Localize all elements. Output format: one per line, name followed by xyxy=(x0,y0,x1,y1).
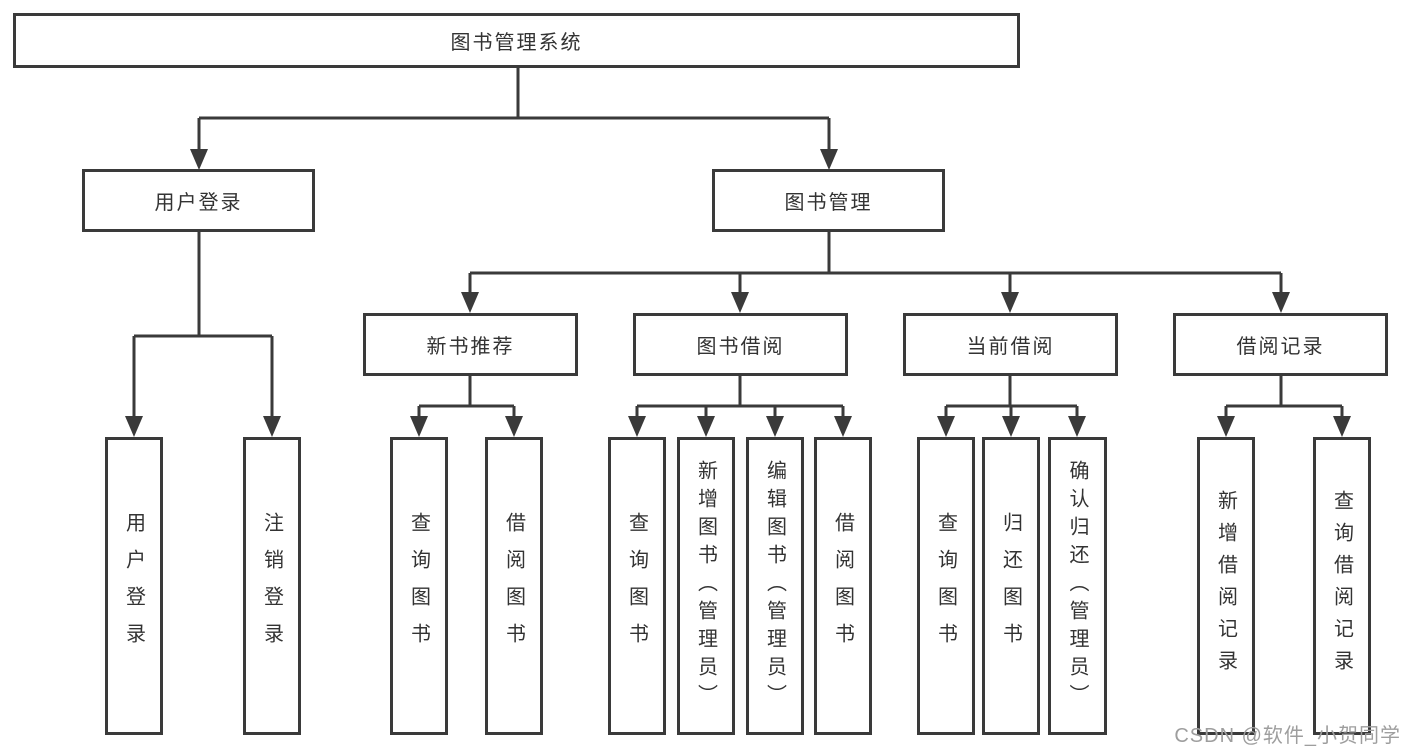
arrow-to-new-book xyxy=(461,292,479,313)
leaf-current-return: 归还图书 xyxy=(982,437,1040,735)
leaf-current-query: 查询图书 xyxy=(917,437,975,735)
node-new-book-rec-label: 新书推荐 xyxy=(426,336,515,358)
arrow-to-leaf-g2-borrow xyxy=(834,416,852,437)
arrow-to-book-mgmt xyxy=(820,149,838,170)
node-book-mgmt: 图书管理 xyxy=(712,169,945,232)
arrow-to-leaf-user-login xyxy=(125,416,143,437)
leaf-borrow-borrow-book: 借阅图书 xyxy=(814,437,872,735)
arrow-to-book-borrow xyxy=(731,292,749,313)
arrow-to-current-borrow xyxy=(1001,292,1019,313)
leaf-borrow-edit-book-label: 编辑图书（管理员） xyxy=(763,460,786,712)
node-user-login-label: 用户登录 xyxy=(154,192,243,214)
leaf-newbook-query-label: 查询图书 xyxy=(407,512,430,660)
connector-borrowbook-tee xyxy=(635,376,845,422)
leaf-records-query: 查询借阅记录 xyxy=(1313,437,1371,735)
leaf-logout: 注销登录 xyxy=(243,437,301,735)
node-root-label: 图书管理系统 xyxy=(450,32,583,54)
arrow-to-leaf-g4-add xyxy=(1217,416,1235,437)
leaf-newbook-borrow-label: 借阅图书 xyxy=(502,512,525,660)
connector-root-tee xyxy=(197,68,831,152)
node-book-borrow: 图书借阅 xyxy=(633,313,848,376)
node-new-book-rec: 新书推荐 xyxy=(363,313,578,376)
arrow-to-leaf-g2-add xyxy=(697,416,715,437)
node-root: 图书管理系统 xyxy=(13,13,1020,68)
node-book-borrow-label: 图书借阅 xyxy=(696,336,785,358)
leaf-borrow-add-book: 新增图书（管理员） xyxy=(677,437,735,735)
leaf-current-confirm-return-label: 确认归还（管理员） xyxy=(1066,460,1088,712)
leaf-records-query-label: 查询借阅记录 xyxy=(1330,490,1353,682)
arrow-to-user-login xyxy=(190,149,208,170)
leaf-records-add: 新增借阅记录 xyxy=(1197,437,1255,735)
node-book-mgmt-label: 图书管理 xyxy=(784,192,873,214)
node-borrow-records: 借阅记录 xyxy=(1173,313,1388,376)
leaf-current-return-label: 归还图书 xyxy=(999,512,1022,660)
leaf-borrow-query-label: 查询图书 xyxy=(625,512,648,660)
leaf-logout-label: 注销登录 xyxy=(260,512,283,660)
connector-records-tee xyxy=(1224,376,1344,422)
leaf-newbook-borrow: 借阅图书 xyxy=(485,437,543,735)
leaf-current-confirm-return: 确认归还（管理员） xyxy=(1048,437,1107,735)
connector-user-tee xyxy=(132,232,274,420)
arrow-to-leaf-g3-query xyxy=(937,416,955,437)
node-current-borrow-label: 当前借阅 xyxy=(966,336,1055,358)
arrow-to-leaf-g4-query xyxy=(1333,416,1351,437)
arrow-to-leaf-g2-edit xyxy=(766,416,784,437)
leaf-borrow-edit-book: 编辑图书（管理员） xyxy=(746,437,804,735)
node-user-login: 用户登录 xyxy=(82,169,315,232)
leaf-newbook-query: 查询图书 xyxy=(390,437,448,735)
csdn-watermark: CSDN @软件_小贺同学 xyxy=(1174,725,1401,747)
node-borrow-records-label: 借阅记录 xyxy=(1236,336,1325,358)
arrow-to-leaf-g2-query xyxy=(628,416,646,437)
arrow-to-leaf-logout xyxy=(263,416,281,437)
arrow-to-leaf-g3-confirm xyxy=(1068,416,1086,437)
node-current-borrow: 当前借阅 xyxy=(903,313,1118,376)
arrow-to-borrow-records xyxy=(1272,292,1290,313)
leaf-current-query-label: 查询图书 xyxy=(934,512,957,660)
leaf-records-add-label: 新增借阅记录 xyxy=(1214,490,1237,682)
connector-newbook-tee xyxy=(417,376,516,422)
arrow-to-leaf-g1-borrow xyxy=(505,416,523,437)
leaf-borrow-query: 查询图书 xyxy=(608,437,666,735)
connector-currentborrow-tee xyxy=(944,376,1079,422)
arrow-to-leaf-g1-query xyxy=(410,416,428,437)
leaf-user-login: 用户登录 xyxy=(105,437,163,735)
connector-bookmgmt-tee xyxy=(468,232,1283,296)
arrow-to-leaf-g3-return xyxy=(1002,416,1020,437)
leaf-borrow-borrow-book-label: 借阅图书 xyxy=(831,512,854,660)
leaf-borrow-add-book-label: 新增图书（管理员） xyxy=(694,460,717,712)
leaf-user-login-label: 用户登录 xyxy=(122,512,145,660)
